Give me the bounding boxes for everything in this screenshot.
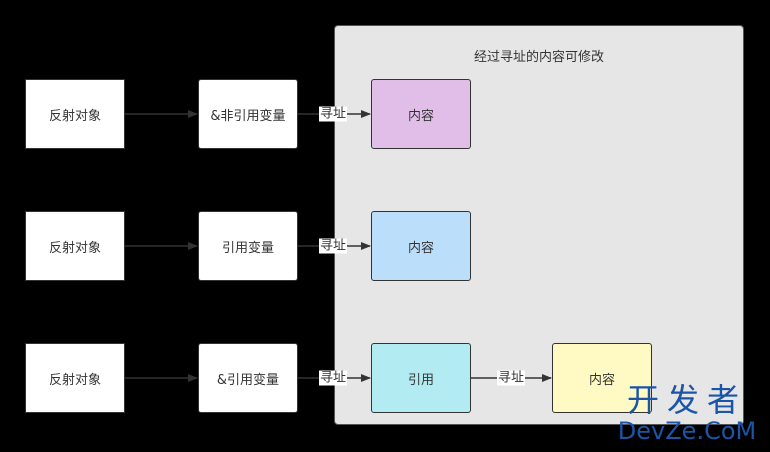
row2-reflect-object: 反射对象: [25, 211, 125, 281]
row2-content-box: 内容: [371, 211, 471, 281]
row3-content-box: 内容: [552, 343, 652, 413]
region-title: 经过寻址的内容可修改: [473, 50, 604, 65]
row3-reference-box: 引用: [371, 343, 471, 413]
row3-address-label-2: 寻址: [496, 370, 526, 386]
row3-address-label: 寻址: [318, 370, 348, 386]
row2-address-label: 寻址: [318, 238, 348, 254]
row1-reflect-object: 反射对象: [25, 79, 125, 149]
row1-address-label: 寻址: [318, 106, 348, 122]
row1-content-box: 内容: [371, 79, 471, 149]
row2-reference-variable: 引用变量: [198, 211, 298, 281]
row1-non-reference-variable: &非引用变量: [198, 79, 298, 149]
row3-address-of-reference-variable: &引用变量: [198, 343, 298, 413]
row3-reflect-object: 反射对象: [25, 343, 125, 413]
